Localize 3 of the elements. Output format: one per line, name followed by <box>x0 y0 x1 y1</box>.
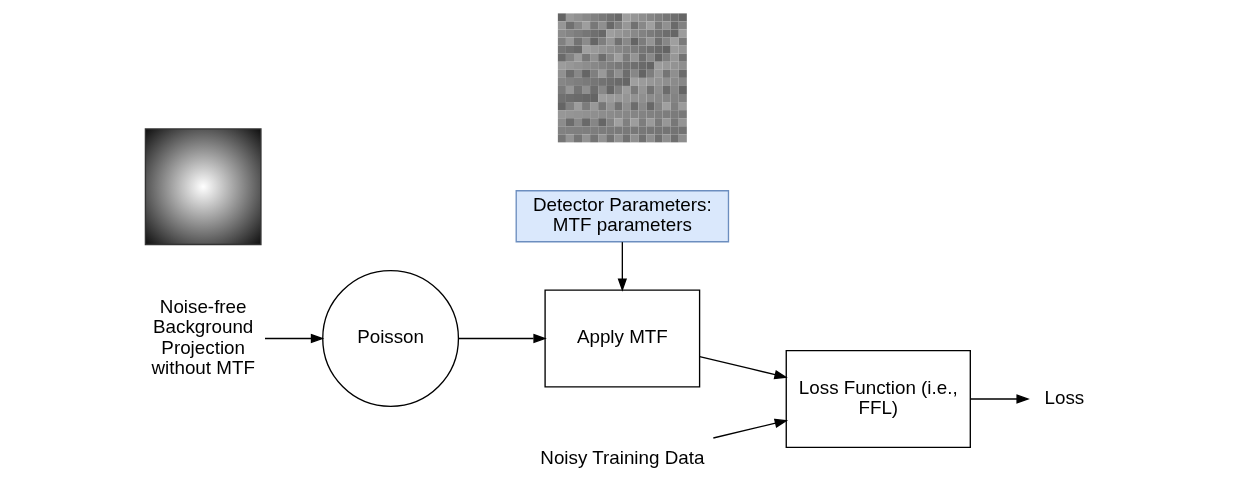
node-text: Loss <box>1044 386 1085 408</box>
node-text: Noisy Training Data <box>540 447 705 469</box>
node-text: Noise-free Background Projection without MTF <box>151 296 255 378</box>
